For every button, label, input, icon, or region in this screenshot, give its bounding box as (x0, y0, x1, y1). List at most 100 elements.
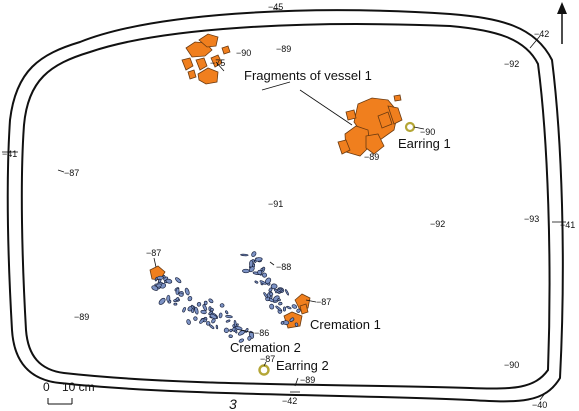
bone-fragment (254, 257, 263, 262)
bone-fragment (175, 277, 182, 284)
depth-label: −45 (268, 2, 283, 12)
bone-fragment (296, 308, 301, 313)
scale-zero: 0 (43, 380, 50, 394)
label-earring-1: Earring 1 (398, 136, 451, 151)
bone-fragment (269, 303, 275, 310)
label-cremation-1: Cremation 1 (310, 317, 381, 332)
bone-fragment (173, 302, 178, 306)
bone-fragment (199, 318, 205, 324)
bone-fragment (229, 328, 233, 333)
bone-fragment (261, 272, 268, 278)
bone-fragment (182, 307, 186, 313)
bone-fragment (158, 297, 166, 305)
earring-2-icon (258, 364, 270, 376)
bone-fragment (228, 334, 233, 338)
bone-fragment (277, 298, 281, 302)
bone-fragment (284, 289, 290, 296)
bone-fragment (206, 321, 211, 326)
bone-fragment (218, 312, 223, 319)
depth-label: −42 (534, 29, 549, 39)
north-arrow-icon (557, 2, 567, 44)
bone-fragment (223, 327, 229, 333)
bone-fragment (186, 319, 191, 325)
depth-ticks (2, 8, 566, 401)
vessel-fragments-right (337, 94, 403, 157)
depth-label: −93 (524, 214, 539, 224)
bone-fragment (193, 316, 198, 321)
bone-fragment (194, 306, 199, 315)
depth-label: −86 (254, 328, 269, 338)
bone-fragment (191, 308, 195, 314)
bone-fragment (166, 294, 171, 302)
bone-fragment (178, 292, 184, 297)
bone-fragment (278, 301, 283, 306)
depth-label: −42 (282, 396, 297, 406)
bone-fragment (247, 335, 252, 341)
bone-fragment (187, 296, 193, 302)
bone-fragment (280, 321, 285, 325)
bone-fragment (208, 298, 214, 304)
depth-label: −41 (2, 149, 17, 159)
outer-pit-contour (6, 9, 564, 403)
bone-fragment (225, 310, 229, 315)
bone-fragment (286, 305, 292, 310)
label-fragments-of-vessel: Fragments of vessel 1 (244, 68, 372, 83)
bone-fragment (254, 280, 259, 284)
depth-label: −75 (210, 58, 225, 68)
bone-fragment (240, 253, 249, 257)
bone-fragment (165, 278, 173, 284)
bone-fragment (209, 307, 214, 312)
bone-fragment (248, 266, 255, 273)
depth-label: −88 (276, 262, 291, 272)
bone-fragment (155, 283, 162, 288)
bone-fragment (209, 324, 215, 330)
label-cremation-2: Cremation 2 (230, 340, 301, 355)
earring-1-icon (404, 121, 416, 133)
depth-label: −92 (430, 219, 445, 229)
depth-label: −89 (300, 375, 315, 385)
depth-label: −91 (268, 199, 283, 209)
bone-fragment (175, 287, 180, 295)
bone-fragment (282, 306, 287, 312)
depth-label: −87 (146, 248, 161, 258)
bone-fragment (202, 304, 208, 311)
depth-label: −40 (532, 400, 547, 410)
depth-label: −89 (364, 152, 379, 162)
bone-fragment (154, 276, 158, 282)
depth-label: −87 (260, 354, 275, 364)
label-earring-2: Earring 2 (276, 358, 329, 373)
bone-fragment (215, 324, 219, 330)
bone-fragment (259, 280, 267, 285)
bone-fragment (242, 268, 250, 274)
inner-pit-contour (20, 23, 551, 390)
depth-label: −92 (504, 59, 519, 69)
bone-fragment (234, 329, 238, 334)
bone-fragment (158, 278, 162, 284)
figure-number: 3 (229, 396, 237, 411)
bone-fragment (225, 319, 231, 323)
bone-fragment (251, 251, 257, 257)
bone-fragment (225, 315, 233, 319)
bone-fragment (209, 313, 218, 320)
bone-fragment (257, 269, 263, 275)
bone-fragment (269, 292, 274, 297)
bone-fragment (263, 292, 268, 299)
depth-label: −89 (276, 44, 291, 54)
bone-fragment (270, 283, 278, 290)
bone-fragment (219, 303, 225, 308)
depth-label: −87 (316, 297, 331, 307)
bone-fragment (289, 317, 295, 322)
depth-label: −41 (560, 220, 575, 230)
depth-label: −90 (236, 48, 251, 58)
bone-fragment (238, 338, 245, 343)
scale-length: 10 cm (62, 380, 95, 394)
bone-fragment (275, 305, 282, 312)
depth-label: −87 (64, 168, 79, 178)
bone-fragment (196, 301, 202, 307)
cremation-orange-fragments (149, 265, 311, 329)
scale-bar (47, 398, 73, 405)
depth-label: −89 (74, 312, 89, 322)
bone-fragment (203, 300, 208, 306)
bone-fragment (275, 288, 283, 294)
